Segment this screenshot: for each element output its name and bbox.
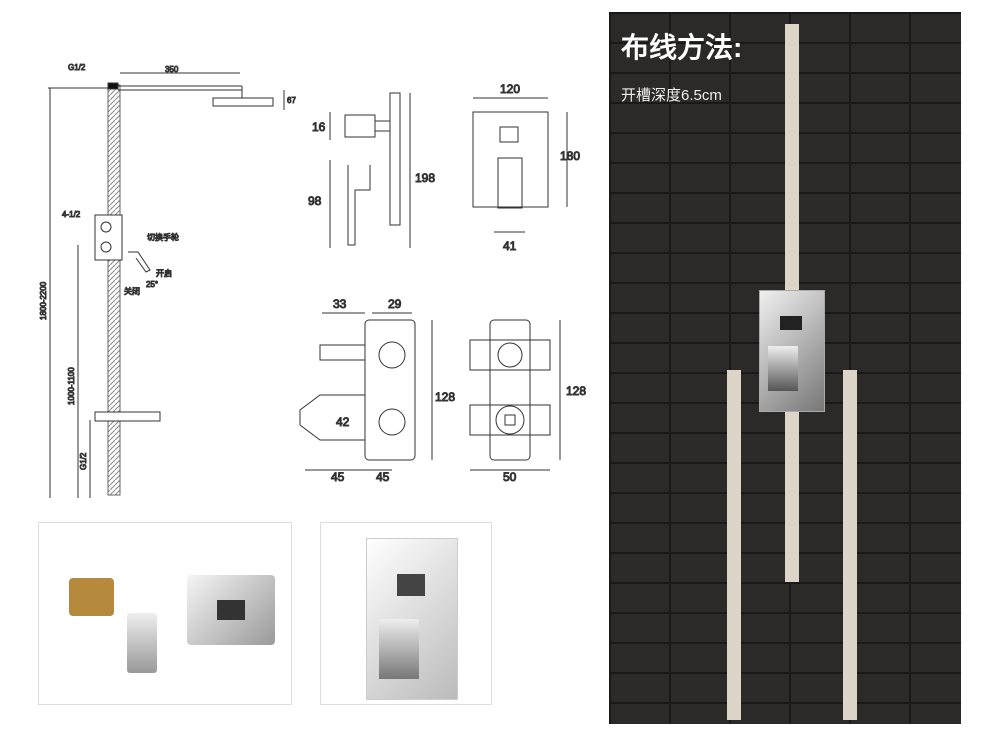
valve-body-side-view [299,312,433,471]
install-title: 布线方法: [621,32,743,63]
height-valve-label: 1000-1100 [67,367,76,405]
body-dim-45b: 45 [376,470,390,484]
product-parts-photo [38,522,292,705]
head-height-label: 67 [287,96,296,105]
body-front-width-label: 50 [503,470,517,484]
assembled-valve-photo [320,522,492,705]
pipe-middle [785,412,799,582]
body-front-height-label: 128 [566,384,586,398]
concealed-valve [759,290,825,412]
pipe-top [785,24,799,294]
close-label: 关闭 [124,286,140,296]
body-dim-42: 42 [336,415,350,429]
brass-valve-body [69,578,114,616]
side-dim-198: 198 [415,171,435,185]
side-dim-16: 16 [312,120,326,134]
valve-side-view [329,92,411,248]
pipe-left [727,370,741,720]
angle-label: 25° [146,280,158,289]
shower-column-drawing [48,72,285,498]
thread-bottom-label: G1/2 [79,452,88,470]
body-dim-33: 33 [333,297,347,311]
height-total-label: 1800-2200 [39,281,48,320]
body-dim-128: 128 [435,390,455,404]
front-handle-label: 41 [503,239,517,253]
open-label: 开启 [156,268,172,278]
installation-photo: 布线方法: 开槽深度6.5cm [609,12,961,724]
valve-body-front-view [469,319,561,471]
technical-drawing: G1/2 350 67 4-1/2 切换手轮 开启 关闭 25° 1800-22… [39,63,587,498]
handle-part [127,613,157,673]
diverter-label: 切换手轮 [147,232,179,242]
side-dim-98: 98 [308,194,322,208]
front-width-label: 120 [500,82,520,96]
valve-front-view [472,97,568,233]
inlet-label: 4-1/2 [62,210,81,219]
body-dim-45a: 45 [331,470,345,484]
body-dim-29: 29 [388,297,402,311]
cover-plate [187,575,275,645]
pipe-right [843,370,857,720]
arm-length-label: 350 [165,65,179,74]
valve-trim-plate [366,538,458,700]
front-height-label: 180 [560,149,580,163]
thread-top-label: G1/2 [68,63,86,72]
install-subtitle: 开槽深度6.5cm [621,87,722,104]
